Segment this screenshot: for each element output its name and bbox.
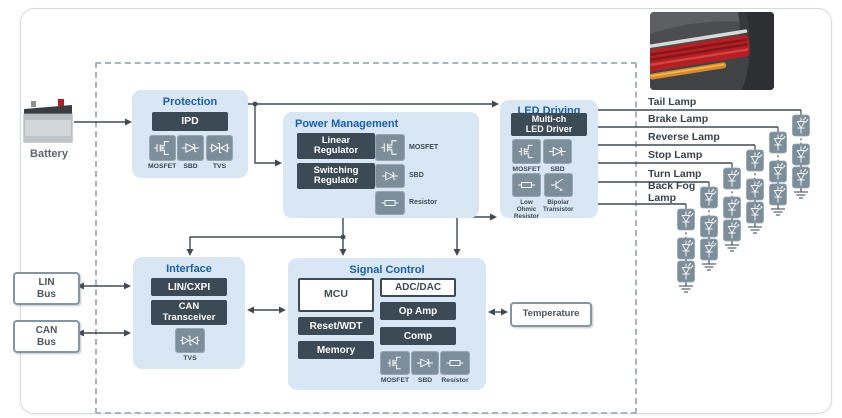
led-icon [769, 183, 787, 206]
mcu-chip: MCU [298, 278, 374, 312]
mosfet-icon [512, 139, 541, 164]
can-transceiver-chip: CAN Transceiver [151, 300, 227, 325]
temperature-box: Temperature [510, 302, 592, 327]
arrowheads [77, 100, 508, 337]
protection-block: Protection IPD MOSFET SBD TVS [132, 90, 248, 178]
component-label: TVS [183, 355, 197, 362]
led-icon [792, 114, 810, 137]
lin-bus-box: LIN Bus [13, 272, 80, 305]
tvs-icon [175, 328, 205, 353]
interface-block: Interface LIN/CXPI CAN Transceiver TVS [133, 257, 245, 369]
adc-dac-chip: ADC/DAC [380, 278, 456, 297]
interface-title: Interface [166, 263, 212, 275]
resistor-icon [440, 351, 470, 375]
lamp-label-brake: Brake Lamp [648, 113, 709, 125]
linear-regulator-chip: Linear Regulator [297, 133, 375, 159]
component-label: MOSFET [380, 377, 410, 384]
ground-icon [748, 226, 762, 234]
component-label: MOSFET [148, 163, 177, 170]
battery-label: Battery [30, 148, 68, 160]
led-icon [677, 260, 695, 283]
lamp-label-stop: Stop Lamp [648, 149, 703, 161]
led-icon [723, 219, 741, 242]
led-icon [746, 149, 764, 172]
lamp-label-turn: Turn Lamp [648, 168, 702, 180]
lamp-label-tail: Tail Lamp [648, 96, 697, 108]
ground-icon [771, 208, 785, 216]
memory-chip: Memory [298, 341, 374, 359]
component-label: SBD [550, 166, 565, 173]
led-driving-block: LED Driving Multi-ch LED Driver MOSFET S… [500, 100, 598, 221]
led-icon [723, 196, 741, 219]
mosfet-icon [375, 134, 405, 161]
sbd-icon [543, 139, 572, 164]
signal-control-block: Signal Control MCU Reset/WDT Memory ADC/… [288, 258, 486, 390]
low-ohmic-resistor-icon [512, 173, 541, 197]
component-label: MOSFET [512, 166, 541, 173]
comp-chip: Comp [380, 327, 456, 345]
resistor-icon [375, 191, 405, 215]
lamp-label-back-fog: Back Fog Lamp [648, 180, 696, 205]
component-label: TVS [212, 163, 227, 170]
sbd-icon [375, 164, 405, 188]
led-icon [769, 160, 787, 183]
component-label: Resistor [409, 199, 438, 207]
signal-control-title: Signal Control [349, 264, 425, 276]
component-label: SBD [409, 172, 424, 180]
tail-lamp-photo [650, 12, 774, 90]
led-icon [792, 166, 810, 189]
led-icon [723, 167, 741, 190]
lin-cxpi-chip: LIN/CXPI [151, 278, 227, 296]
sbd-icon [411, 351, 439, 375]
ipd-chip: IPD [152, 112, 228, 131]
component-label: Bipolar Transistor [543, 199, 574, 214]
component-label: MOSFET [409, 143, 439, 151]
power-management-title: Power Management [295, 118, 399, 130]
led-icon [700, 238, 718, 261]
led-icon [700, 215, 718, 238]
component-label: SBD [417, 377, 433, 384]
led-icon [746, 201, 764, 224]
mosfet-icon [148, 135, 176, 161]
ground-icon [725, 244, 739, 252]
led-icon [677, 208, 695, 231]
power-management-block: Power Management Linear Regulator Switch… [283, 112, 479, 218]
component-label: Low Ohmic Resistor [513, 199, 540, 221]
led-icon [792, 143, 810, 166]
op-amp-chip: Op Amp [380, 302, 456, 320]
led-icon [700, 186, 718, 209]
can-bus-box: CAN Bus [13, 320, 80, 353]
led-icon [746, 178, 764, 201]
switching-regulator-chip: Switching Regulator [297, 163, 375, 189]
sbd-icon [177, 135, 204, 161]
bipolar-transistor-icon [543, 173, 573, 197]
lamp-label-reverse: Reverse Lamp [648, 131, 720, 143]
led-icon [677, 237, 695, 260]
tvs-icon [206, 135, 233, 161]
battery-image [23, 99, 73, 143]
ground-icon [679, 285, 693, 293]
protection-title: Protection [162, 96, 218, 108]
mosfet-icon [380, 351, 410, 375]
ground-icon [702, 263, 716, 271]
led-icon [769, 131, 787, 154]
multi-ch-led-driver-chip: Multi-ch LED Driver [511, 113, 587, 136]
reset-wdt-chip: Reset/WDT [298, 317, 374, 335]
component-label: Resistor [441, 377, 469, 384]
component-label: SBD [183, 163, 198, 170]
semiconductor-boundary [95, 62, 637, 414]
ground-icon [794, 191, 808, 199]
